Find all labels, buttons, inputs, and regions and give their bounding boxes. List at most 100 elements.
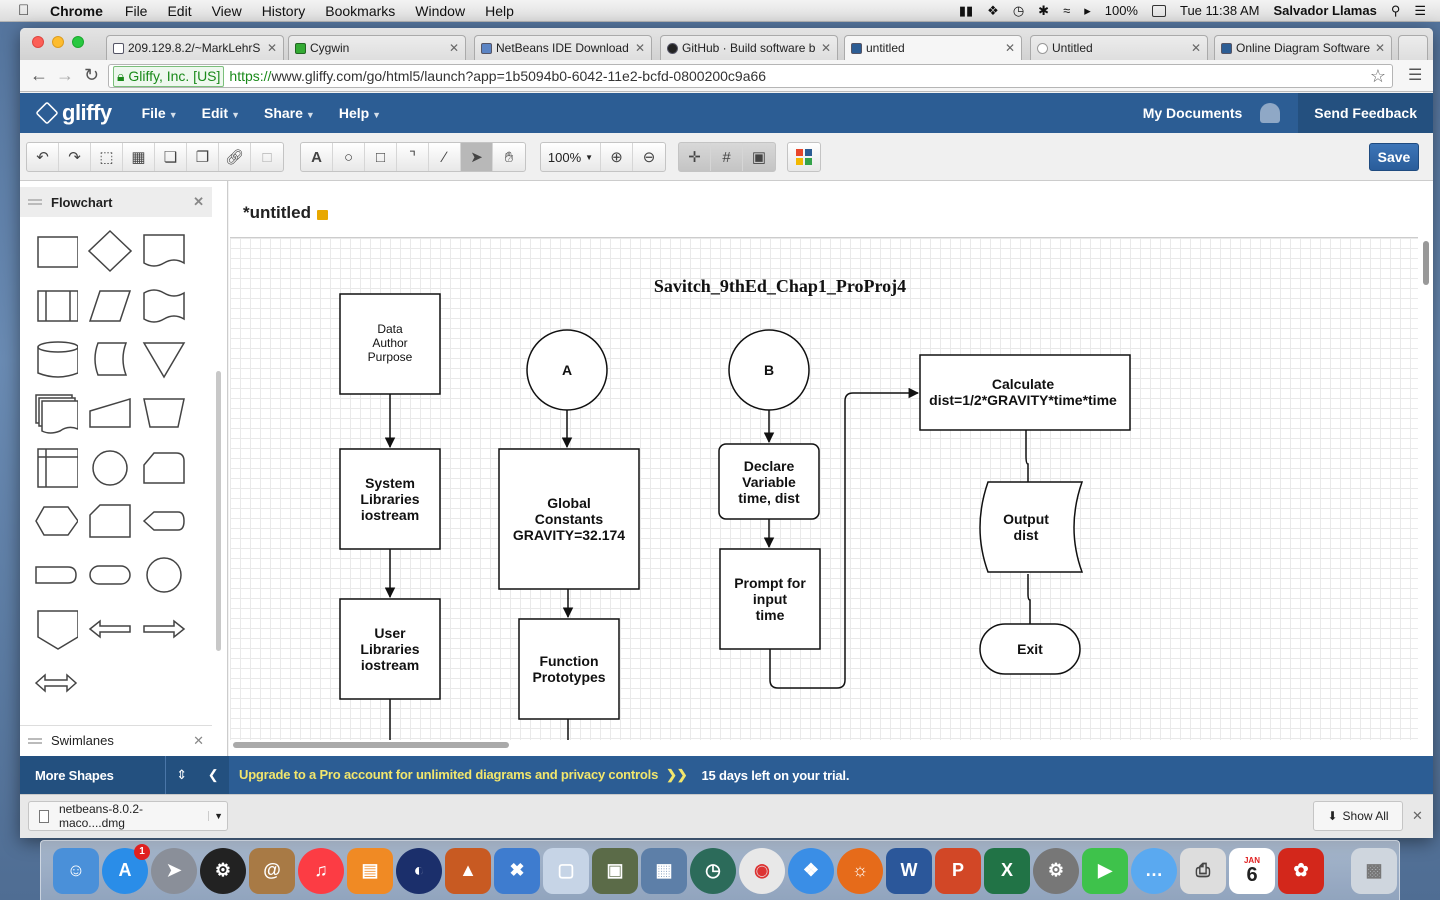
display-shape[interactable]	[142, 445, 186, 489]
tab-close-icon[interactable]: ✕	[1374, 41, 1385, 55]
diagram-title[interactable]: Savitch_9thEd_Chap1_ProProj4	[654, 276, 906, 296]
menubar-item-file[interactable]: File	[124, 2, 148, 19]
tab-close-icon[interactable]: ✕	[1190, 41, 1201, 55]
menubar-item-history[interactable]: History	[261, 2, 306, 19]
wifi-icon[interactable]: ≈	[1063, 3, 1071, 18]
library-header-flowchart[interactable]: Flowchart ✕	[20, 187, 212, 217]
reload-icon[interactable]: ↻	[84, 65, 100, 85]
gliffy-logo[interactable]: gliffy	[35, 100, 112, 126]
close-icon[interactable]: ✕	[193, 732, 204, 748]
process-shape[interactable]	[34, 229, 78, 273]
snap-guides-icon[interactable]: ✛	[679, 143, 711, 171]
node-system-libraries[interactable]: System Libraries iostream	[339, 448, 441, 550]
rectangle-tool-icon[interactable]: □	[365, 143, 397, 171]
omnibox[interactable]: 🔒︎ Gliffy, Inc. [US] https://www.gliffy.…	[108, 64, 1393, 88]
grid-icon[interactable]: #	[711, 143, 743, 171]
word-icon[interactable]: W	[886, 847, 932, 894]
stored-data-shape[interactable]	[88, 337, 132, 381]
connector-line[interactable]	[1022, 430, 1034, 494]
menu-edit[interactable]: Edit▼	[201, 105, 240, 121]
bring-front-icon[interactable]: ❏	[155, 143, 187, 171]
spotlight-icon[interactable]: ⚲	[1390, 2, 1401, 18]
close-icon[interactable]: ✕	[1412, 808, 1423, 823]
library-header-swimlanes[interactable]: Swimlanes ✕	[20, 725, 212, 755]
canvas-horizontal-scrollbar[interactable]	[233, 742, 509, 748]
show-all-downloads-button[interactable]: ⬇Show All	[1313, 801, 1403, 831]
speaker-icon[interactable]: ▸	[1084, 2, 1091, 18]
url-text[interactable]: https://www.gliffy.com/go/html5/launch?a…	[229, 68, 767, 84]
facetime-icon[interactable]: ▶	[1082, 847, 1128, 894]
preparation-shape[interactable]	[34, 499, 78, 543]
node-connector-b[interactable]: B	[728, 329, 810, 411]
my-documents-link[interactable]: My Documents	[1142, 105, 1243, 121]
download-item[interactable]: netbeans-8.0.2-maco....dmg ▼	[28, 801, 228, 831]
menubar-item-help[interactable]: Help	[485, 2, 514, 19]
launchpad-icon[interactable]: ➤	[151, 847, 197, 894]
connector-tool-icon[interactable]: ⌝	[397, 143, 429, 171]
itunes-icon[interactable]: ♫	[298, 847, 344, 894]
minimize-window-button[interactable]	[52, 36, 64, 48]
drag-handle-icon[interactable]	[28, 737, 42, 744]
bluetooth-icon[interactable]: ✱	[1038, 2, 1050, 18]
double-arrow-shape[interactable]	[34, 661, 78, 705]
browser-tab[interactable]: Untitled✕	[1030, 35, 1208, 60]
messages-icon[interactable]: …	[1131, 847, 1177, 894]
document-shape[interactable]	[142, 229, 186, 273]
menubar-item-window[interactable]: Window	[415, 2, 466, 19]
browser-tab[interactable]: Online Diagram Software✕	[1214, 35, 1392, 60]
database-shape[interactable]	[34, 337, 78, 381]
ellipse-tool-icon[interactable]: ○	[333, 143, 365, 171]
menu-share[interactable]: Share▼	[263, 105, 315, 121]
browser-tab[interactable]: GitHub · Build software b✕	[660, 35, 838, 60]
node-data[interactable]: Data Author Purpose	[339, 293, 441, 395]
finder-icon[interactable]: ☺	[53, 847, 99, 894]
image-capture-icon[interactable]: ▣	[592, 847, 638, 894]
ibooks-icon[interactable]: ▤	[347, 847, 393, 894]
clock[interactable]: Tue 11:38 AM	[1179, 3, 1260, 18]
merge-shape[interactable]	[142, 337, 186, 381]
dropdown-arrow-icon[interactable]: ▼	[208, 811, 223, 821]
ungroup-icon[interactable]: ▦	[123, 143, 155, 171]
close-window-button[interactable]	[32, 36, 44, 48]
tab-close-icon[interactable]: ✕	[1004, 41, 1015, 55]
manual-input-shape[interactable]	[88, 391, 132, 435]
tab-close-icon[interactable]: ✕	[448, 41, 459, 55]
trash-icon[interactable]: ▩	[1351, 847, 1397, 894]
collapse-sidebar-icon[interactable]: ❮	[207, 767, 219, 782]
node-calculate[interactable]: Calculate dist=1/2*GRAVITY*time*time	[919, 354, 1131, 431]
eclipse-icon[interactable]: ◐	[396, 847, 442, 894]
node-exit[interactable]: Exit	[979, 623, 1081, 675]
multi-document-shape[interactable]	[34, 391, 78, 435]
browser-tab[interactable]: NetBeans IDE Download✕	[474, 35, 652, 60]
contacts-icon[interactable]: @	[249, 847, 295, 894]
menubar-item-view[interactable]: View	[211, 2, 242, 19]
menubar-item-bookmarks[interactable]: Bookmarks	[325, 2, 396, 19]
node-function-prototypes[interactable]: Function Prototypes	[518, 618, 620, 720]
redo-icon[interactable]: ↷	[59, 143, 91, 171]
zoom-out-icon[interactable]: ⊖	[642, 149, 656, 166]
node-connector-a[interactable]: A	[526, 329, 608, 411]
printer-icon[interactable]: ⎙	[1180, 847, 1226, 894]
node-declare-variable[interactable]: Declare Variable time, dist	[718, 443, 820, 520]
bookmark-star-icon[interactable]: ☆	[1369, 65, 1386, 86]
browser-tab-active[interactable]: untitled✕	[844, 35, 1022, 60]
manual-operation-shape[interactable]	[142, 391, 186, 435]
right-arrow-shape[interactable]	[142, 607, 186, 651]
ev-certificate-badge[interactable]: 🔒︎ Gliffy, Inc. [US]	[113, 65, 225, 87]
tab-close-icon[interactable]: ✕	[266, 41, 277, 55]
terminator-shape[interactable]	[88, 553, 132, 597]
circle-shape[interactable]	[142, 553, 186, 597]
browser-tab[interactable]: 209.129.8.2/~MarkLehrS✕	[106, 35, 284, 60]
zoom-in-icon[interactable]: ⊕	[601, 143, 633, 171]
back-arrow-icon[interactable]: ←	[30, 65, 48, 85]
virtualbox-icon[interactable]: ▢	[543, 847, 589, 894]
node-global-constants[interactable]: Global Constants GRAVITY=32.174	[498, 448, 640, 590]
link-icon[interactable]: 🔗︎	[219, 143, 251, 171]
send-feedback-button[interactable]: Send Feedback	[1298, 93, 1433, 133]
theme-palette-icon[interactable]	[788, 143, 820, 171]
drawing-canvas[interactable]: Savitch_9thEd_Chap1_ProProj4	[230, 237, 1418, 740]
snap-grid-icon[interactable]: ▣	[751, 149, 767, 166]
connector-line[interactable]	[1024, 574, 1036, 636]
decision-shape[interactable]	[88, 229, 132, 273]
menubar-item-edit[interactable]: Edit	[167, 2, 192, 19]
